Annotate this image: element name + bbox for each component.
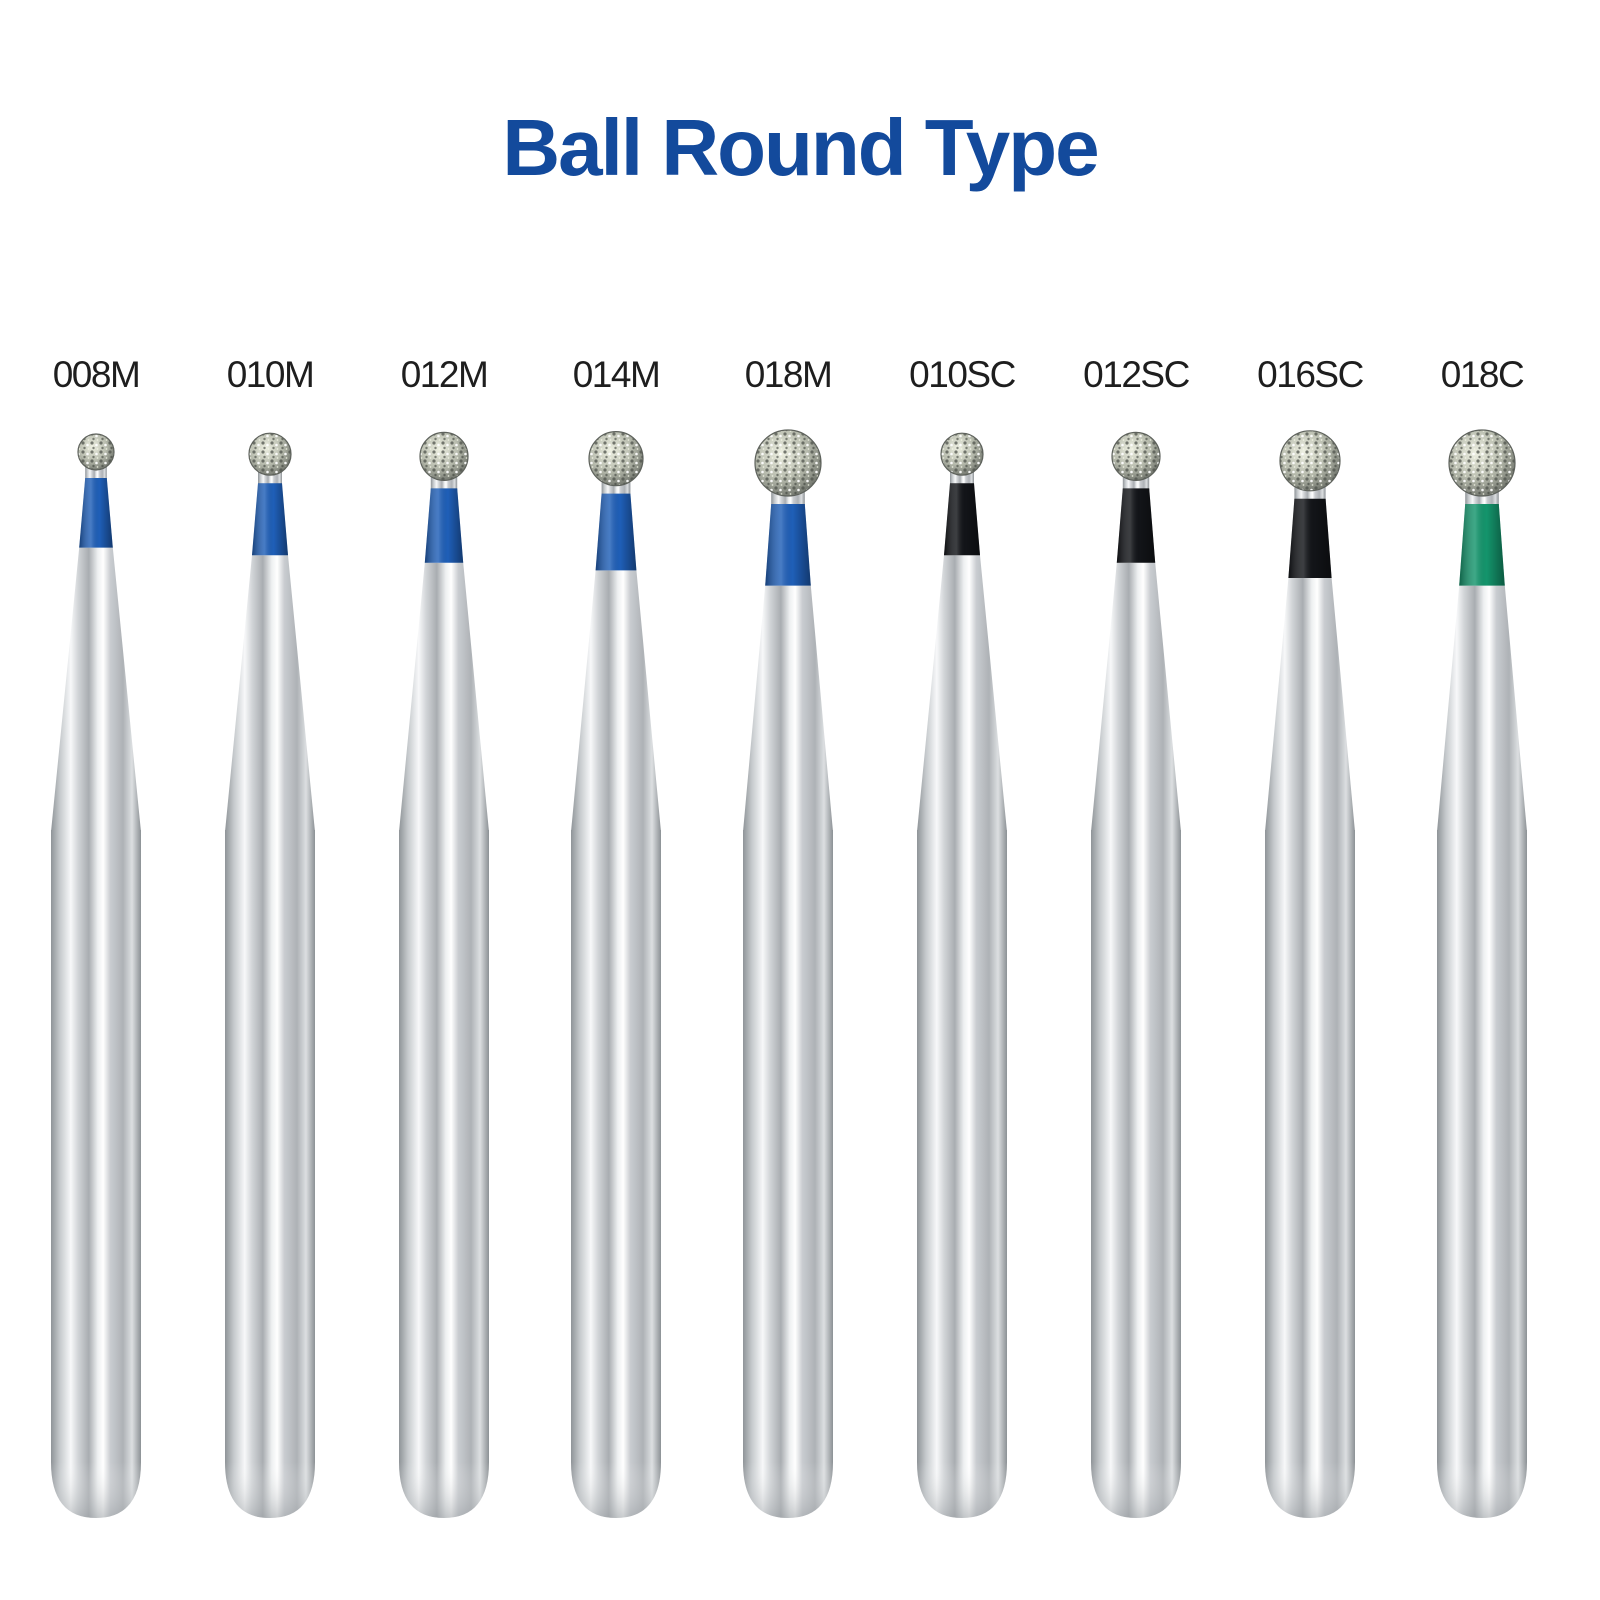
bur xyxy=(225,432,315,1518)
bur-taper xyxy=(1265,578,1355,832)
bur-taper xyxy=(225,555,315,832)
bur-diamond-grit xyxy=(941,433,983,476)
page-title: Ball Round Type xyxy=(502,103,1099,192)
bur-shank-end xyxy=(1091,1462,1181,1518)
bur-head-outline xyxy=(754,429,822,497)
bur-band-shading xyxy=(944,483,980,556)
bur-band-shading xyxy=(765,504,811,586)
bur-band-shading xyxy=(252,483,288,556)
bur-shank xyxy=(399,830,489,1518)
bur-taper xyxy=(1091,562,1181,832)
bur-label: 008M xyxy=(52,354,141,395)
bur-shank-end xyxy=(743,1462,833,1518)
bur xyxy=(743,429,833,1518)
bur-shank-end xyxy=(571,1462,661,1518)
bur-shank-end xyxy=(51,1462,141,1518)
bur-head-outline xyxy=(1279,430,1341,492)
bur-shank-end xyxy=(225,1462,315,1518)
bur-shank xyxy=(1437,830,1527,1518)
bur-taper xyxy=(51,547,141,832)
bur-label: 016SC xyxy=(1257,354,1364,395)
bur-head-outline xyxy=(940,432,984,476)
bur-shank xyxy=(571,830,661,1518)
bur-label: 012M xyxy=(400,354,489,395)
bur-head-outline xyxy=(1448,429,1516,497)
bur-shank xyxy=(1265,830,1355,1518)
bur-taper xyxy=(571,570,661,832)
bur-shank-end xyxy=(399,1462,489,1518)
bur-shank xyxy=(1091,830,1181,1518)
bur-band-shading xyxy=(1288,498,1332,578)
bur-taper xyxy=(917,555,1007,832)
bur-diamond-grit xyxy=(78,434,114,470)
bur-shank-end xyxy=(917,1462,1007,1518)
bur-head-outline xyxy=(77,433,115,471)
bur-band-shading xyxy=(1116,488,1156,563)
bur-taper xyxy=(1437,585,1527,832)
bur xyxy=(1437,429,1527,1518)
bur xyxy=(399,431,489,1518)
bur-diamond-grit xyxy=(1280,430,1340,491)
bur-taper xyxy=(743,585,833,832)
bur xyxy=(1091,431,1181,1518)
bur-diamond-grit xyxy=(1449,430,1515,496)
bur-diamond-grit xyxy=(589,431,643,486)
bur-band-shading xyxy=(79,478,113,548)
bur-shank xyxy=(917,830,1007,1518)
bur-shank-end xyxy=(1437,1462,1527,1518)
bur-shank xyxy=(225,830,315,1518)
bur-diamond-grit xyxy=(755,430,821,496)
bur-label: 010SC xyxy=(909,354,1016,395)
bur-shank xyxy=(51,830,141,1518)
bur-label: 010M xyxy=(226,354,315,395)
bur-band-shading xyxy=(1459,504,1505,586)
bur-label: 018M xyxy=(744,354,833,395)
bur-head-outline xyxy=(588,431,644,487)
bur xyxy=(571,431,661,1518)
bur-shank-end xyxy=(1265,1462,1355,1518)
bur-label: 018C xyxy=(1440,354,1525,395)
bur-band-shading xyxy=(424,488,464,563)
bur xyxy=(917,432,1007,1518)
bur-band-shading xyxy=(595,493,637,571)
bur-label: 014M xyxy=(572,354,661,395)
bur-shank xyxy=(743,830,833,1518)
bur-taper xyxy=(399,562,489,832)
bur xyxy=(51,433,141,1518)
bur-diamond-grit xyxy=(420,432,468,481)
bur-head-outline xyxy=(1111,431,1161,481)
bur-labels: 008M 010M 012M 014M 018M 010SC 012SC 016… xyxy=(0,352,1600,398)
bur-diamond-grit xyxy=(1112,432,1160,481)
bur xyxy=(1265,430,1355,1518)
bur-head-outline xyxy=(248,432,292,476)
bur-diamond-grit xyxy=(249,433,291,476)
bur-head-outline xyxy=(419,431,469,481)
bur-label: 012SC xyxy=(1083,354,1190,395)
